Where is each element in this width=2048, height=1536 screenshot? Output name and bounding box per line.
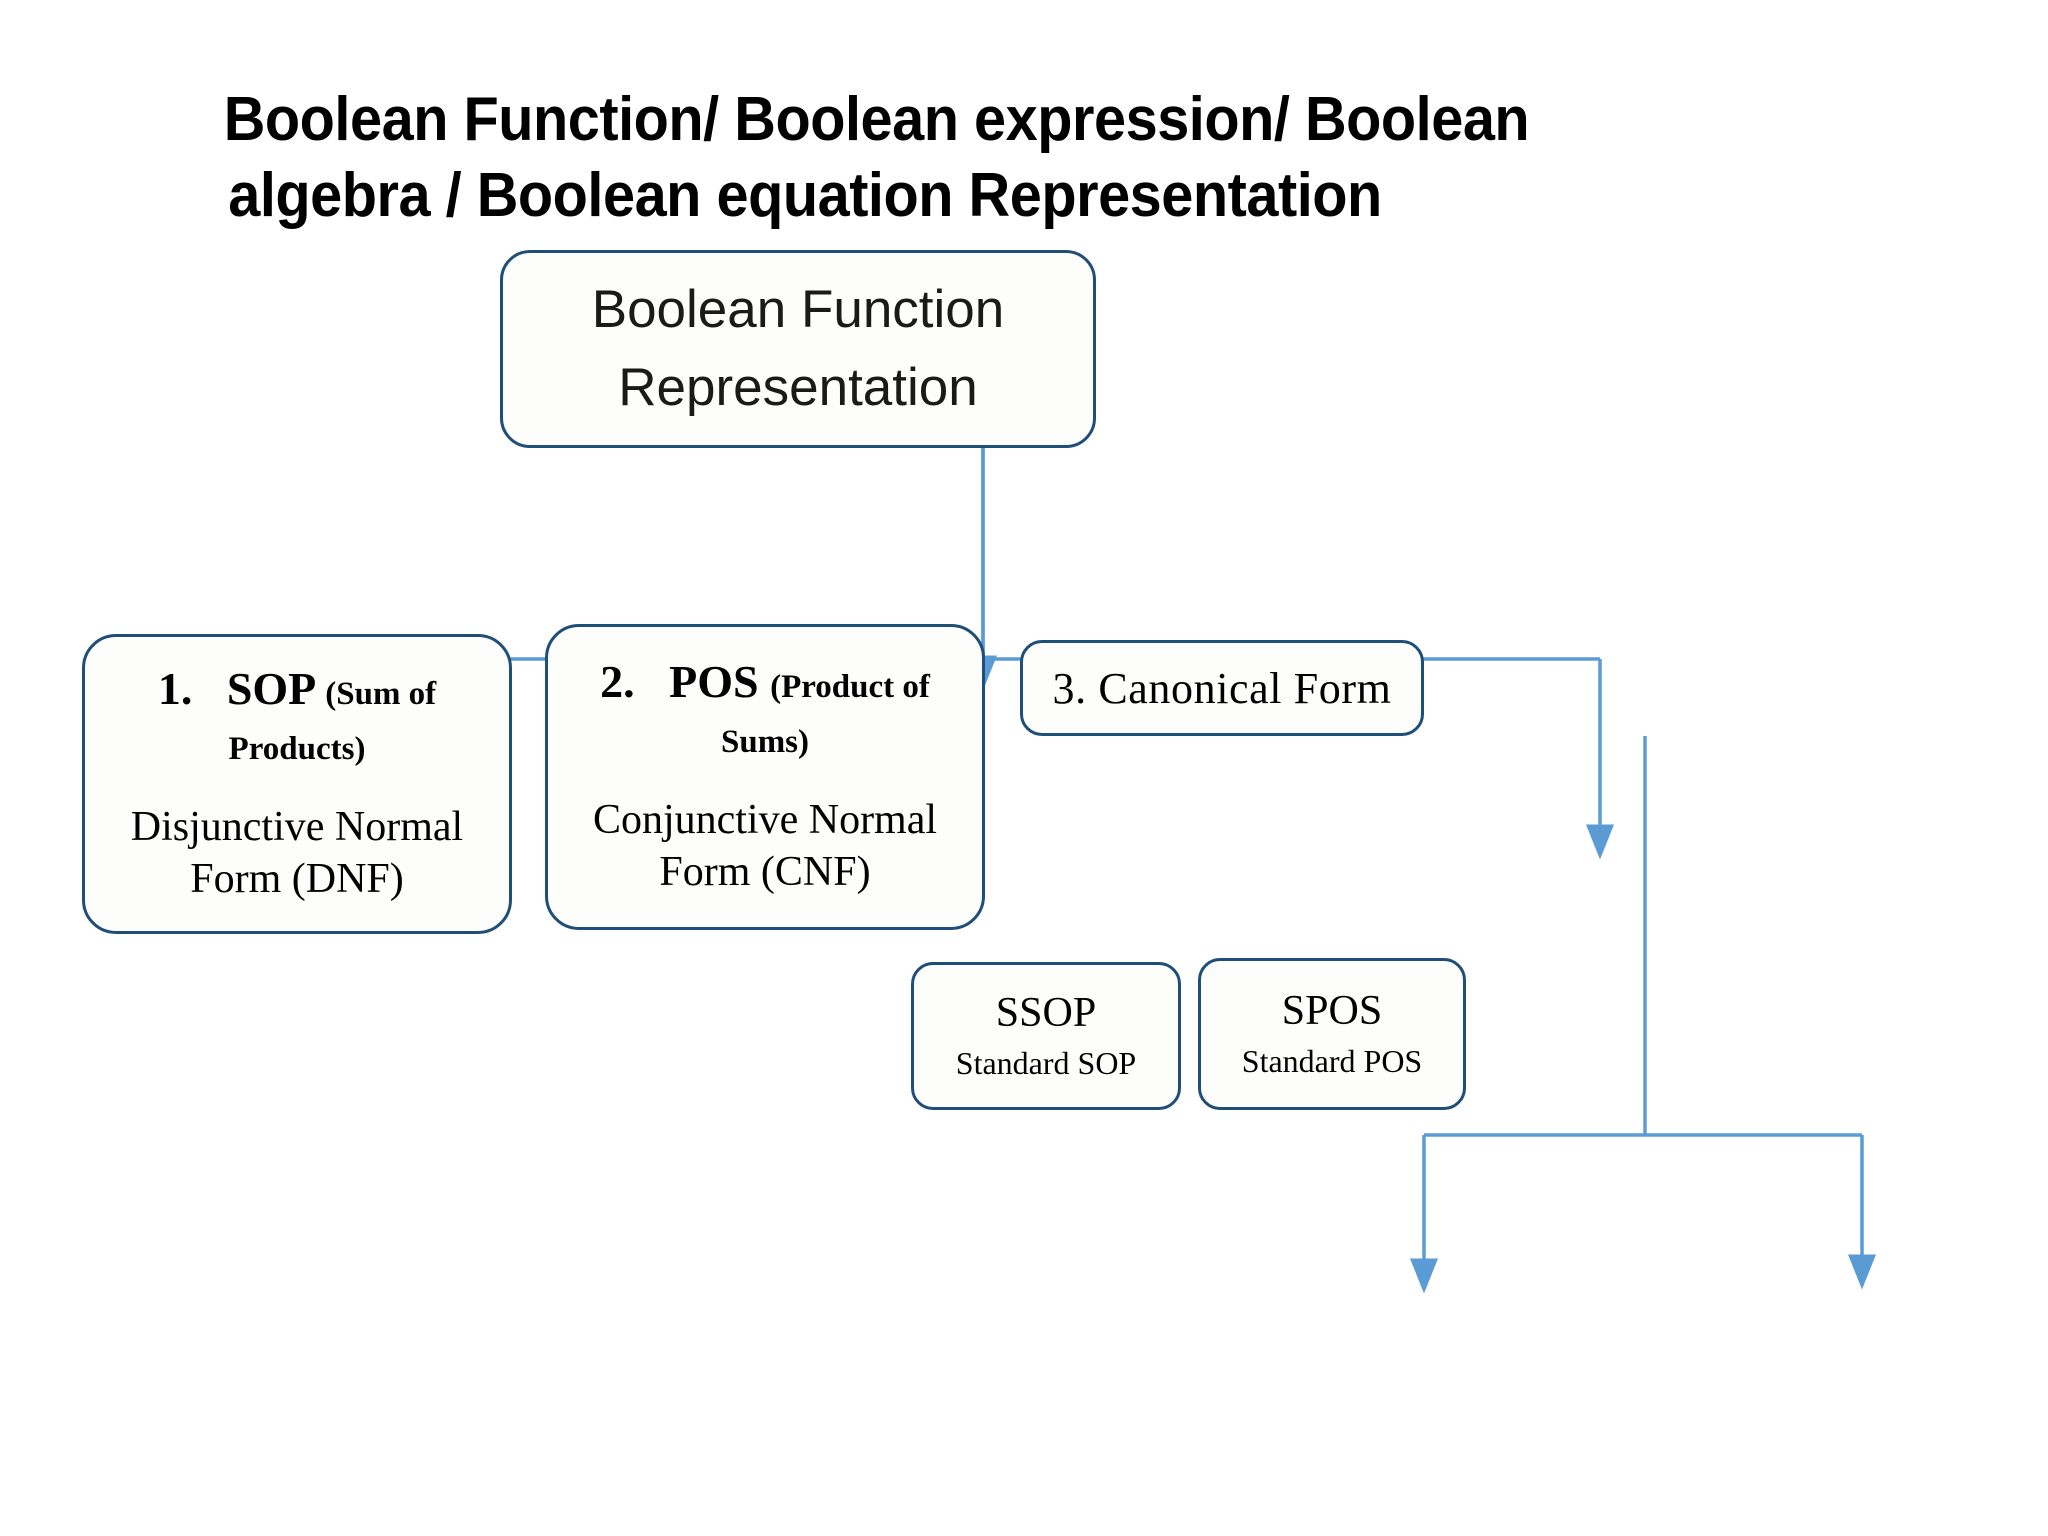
- page-title-line-1: Boolean Function/ Boolean expression/ Bo…: [223, 85, 1530, 154]
- page-title-line-2: algebra / Boolean equation Representatio…: [228, 160, 1382, 230]
- node-root-line-2: Representation: [618, 358, 978, 417]
- node-sop-header: 1. SOP (Sum of Products): [85, 662, 509, 771]
- node-canonical-form-label: 3. Canonical Form: [1052, 663, 1392, 713]
- node-sop-expansion: (Sum of Products): [228, 676, 437, 767]
- node-ssop-title: SSOP: [995, 989, 1097, 1036]
- node-sop[interactable]: 1. SOP (Sum of Products) Disjunctive Nor…: [82, 634, 512, 934]
- node-spos[interactable]: SPOS Standard POS: [1198, 958, 1466, 1110]
- node-spos-title: SPOS: [1281, 987, 1383, 1034]
- node-sop-subtitle-line-1: Disjunctive Normal: [130, 803, 464, 850]
- node-sop-abbrev: SOP: [226, 663, 314, 715]
- node-pos-expansion: (Product of Sums): [720, 669, 930, 760]
- node-canonical-form[interactable]: 3. Canonical Form: [1020, 640, 1424, 736]
- node-pos-subtitle: Conjunctive Normal Form (CNF): [575, 794, 955, 899]
- node-pos-subtitle-line-2: Form (CNF): [659, 849, 871, 896]
- node-sop-index: 1.: [157, 663, 193, 715]
- node-pos-subtitle-line-1: Conjunctive Normal: [592, 796, 938, 843]
- node-pos-abbrev: POS: [669, 656, 759, 708]
- node-pos-header: 2. POS (Product of Sums): [548, 655, 982, 764]
- node-ssop-subtitle: Standard SOP: [955, 1044, 1137, 1081]
- node-spos-subtitle: Standard POS: [1241, 1042, 1423, 1079]
- node-sop-subtitle-line-2: Form (DNF): [190, 856, 404, 903]
- page-title: Boolean Function/ Boolean expression/ Bo…: [223, 82, 1530, 233]
- node-sop-subtitle: Disjunctive Normal Form (DNF): [113, 801, 481, 906]
- node-boolean-function-representation[interactable]: Boolean Function Representation: [500, 250, 1096, 448]
- node-pos[interactable]: 2. POS (Product of Sums) Conjunctive Nor…: [545, 624, 985, 930]
- node-ssop[interactable]: SSOP Standard SOP: [911, 962, 1181, 1110]
- node-pos-index: 2.: [600, 656, 635, 708]
- node-root-line-1: Boolean Function: [591, 279, 1005, 339]
